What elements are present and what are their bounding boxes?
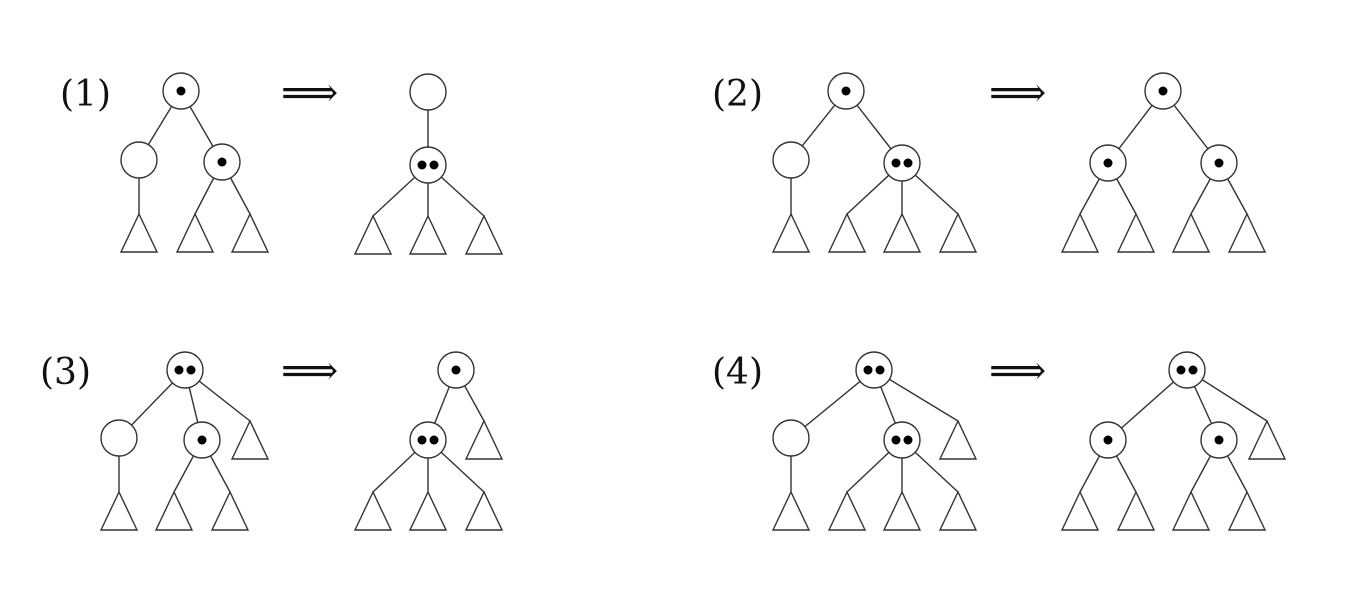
dot-marker	[429, 435, 439, 445]
tree-node	[1168, 351, 1206, 389]
tree-node	[772, 419, 810, 457]
dot-marker	[1103, 158, 1113, 168]
subtree-triangle	[119, 212, 159, 253]
tree-node	[883, 421, 921, 459]
subtree-triangle	[1227, 490, 1267, 531]
subtree-triangle	[408, 490, 448, 531]
subtree-triangle	[1171, 490, 1211, 531]
implies-arrow: ⟹	[281, 70, 338, 116]
dot-marker	[186, 365, 196, 375]
dot-marker	[1103, 435, 1113, 445]
dot-marker	[903, 435, 913, 445]
tree-node	[883, 144, 921, 182]
implies-arrow: ⟹	[281, 348, 338, 394]
dot-marker	[903, 158, 913, 168]
dot-marker	[891, 158, 901, 168]
subtree-triangle	[154, 490, 194, 531]
dot-marker	[1158, 86, 1168, 96]
before-tree	[99, 351, 270, 531]
dot-marker	[174, 365, 184, 375]
dot-marker	[1214, 435, 1224, 445]
subtree-triangle	[938, 419, 978, 460]
tree-node	[120, 141, 158, 179]
subtree-triangle	[1116, 490, 1156, 531]
dot-marker	[217, 157, 227, 167]
subtree-triangle	[1227, 212, 1267, 253]
after-tree	[1060, 351, 1287, 531]
after-tree	[1060, 72, 1267, 253]
dot-marker	[176, 86, 186, 96]
case-label: (1)	[60, 74, 111, 115]
tree-node	[409, 146, 447, 184]
subtree-triangle	[230, 212, 270, 253]
subtree-triangle	[464, 490, 504, 531]
before-tree	[771, 351, 978, 531]
tree-node	[409, 73, 447, 111]
case-label: (2)	[712, 74, 763, 115]
subtree-triangle	[938, 212, 978, 253]
subtree-triangle	[1171, 212, 1211, 253]
implies-arrow: ⟹	[989, 70, 1046, 116]
dot-marker	[451, 365, 461, 375]
subtree-triangle	[771, 490, 811, 531]
subtree-triangle	[230, 419, 270, 460]
tree-node	[100, 419, 138, 457]
before-tree	[771, 72, 978, 253]
case-label: (3)	[40, 352, 91, 393]
subtree-triangle	[771, 212, 811, 253]
subtree-triangle	[882, 490, 922, 531]
subtree-triangle	[1060, 212, 1100, 253]
implies-arrow: ⟹	[989, 348, 1046, 394]
dot-marker	[863, 365, 873, 375]
subtree-triangle	[99, 490, 139, 531]
subtree-triangle	[353, 214, 393, 255]
dot-marker	[417, 435, 427, 445]
subtree-triangle	[464, 214, 504, 255]
tree-node	[772, 141, 810, 179]
after-tree	[353, 351, 504, 531]
subtree-triangle	[827, 212, 867, 253]
subtree-triangle	[1116, 212, 1156, 253]
after-tree	[353, 73, 504, 255]
subtree-triangle	[353, 490, 393, 531]
subtree-triangle	[882, 212, 922, 253]
subtree-triangle	[827, 490, 867, 531]
tree-node	[855, 351, 893, 389]
case-label: (4)	[712, 352, 763, 393]
tree-node	[166, 351, 204, 389]
case-3: (3) ⟹	[40, 348, 504, 531]
dot-marker	[1188, 365, 1198, 375]
dot-marker	[197, 435, 207, 445]
dot-marker	[1214, 158, 1224, 168]
dot-marker	[417, 160, 427, 170]
subtree-triangle	[175, 212, 215, 253]
subtree-triangle	[938, 490, 978, 531]
case-4: (4) ⟹	[712, 348, 1287, 531]
subtree-triangle	[1247, 419, 1287, 460]
subtree-triangle	[408, 214, 448, 255]
case-2: (2) ⟹	[712, 70, 1267, 253]
tree-node	[409, 421, 447, 459]
subtree-triangle	[464, 419, 504, 460]
before-tree	[119, 72, 270, 253]
subtree-triangle	[210, 490, 250, 531]
dot-marker	[429, 160, 439, 170]
dot-marker	[841, 86, 851, 96]
dot-marker	[891, 435, 901, 445]
dot-marker	[875, 365, 885, 375]
dot-marker	[1176, 365, 1186, 375]
subtree-triangle	[1060, 490, 1100, 531]
case-1: (1) ⟹	[60, 70, 504, 255]
